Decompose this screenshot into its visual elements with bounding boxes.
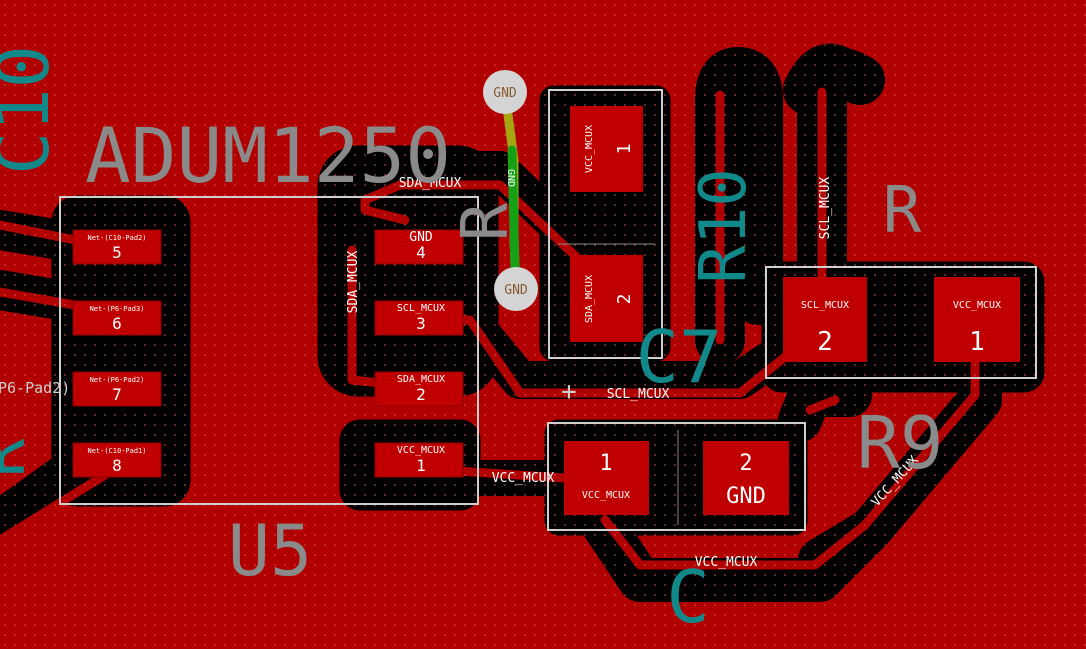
r-top-ref: R	[883, 174, 922, 248]
c7-ref: C7	[636, 315, 723, 399]
pad-number: 1	[599, 451, 612, 476]
pad-net: VCC_MCUX	[582, 490, 630, 501]
gnd-track-label: GND	[505, 169, 516, 187]
c7-pad-2[interactable]: 2 GND	[703, 441, 789, 515]
r10-courtyard	[548, 89, 663, 359]
pad-net: Net-(C10-Pad2)	[87, 234, 146, 242]
pad-number: 6	[112, 314, 122, 333]
r10-pad-2[interactable]: SDA_MCUX 2	[570, 255, 643, 342]
pad-net: VCC_MCUX	[397, 445, 445, 456]
r9-pad-1[interactable]: VCC_MCUX 1	[934, 277, 1020, 362]
pad-number: 3	[416, 314, 426, 333]
gnd-track-segment[interactable]	[507, 145, 520, 275]
pad-number: 8	[112, 456, 122, 475]
pad-net: VCC_MCUX	[953, 300, 1001, 311]
r9-pad-2[interactable]: SCL_MCUX 2	[783, 277, 867, 362]
r-left-ref: R	[0, 438, 40, 477]
pad-net: GND	[409, 230, 433, 245]
scl-vertical-track-label: SCL_MCUX	[818, 177, 833, 240]
r-mid-ref: R	[449, 202, 523, 241]
u5-pad-1[interactable]: VCC_MCUX 1	[374, 442, 464, 478]
r9-courtyard	[765, 266, 1037, 379]
u5-pad-8[interactable]: Net-(C10-Pad1) 8	[72, 442, 162, 478]
pad-number: 7	[112, 385, 122, 404]
via-label: GND	[504, 283, 528, 298]
pad-net: VCC_MCUX	[584, 125, 595, 173]
scl-track-label: SCL_MCUX	[607, 387, 670, 402]
pad-number: 1	[614, 144, 635, 155]
c7-courtyard	[547, 422, 806, 531]
pad-number: 2	[817, 327, 833, 357]
offboard-label: P6-Pad2)	[0, 379, 70, 397]
sda-vertical-track-label: SDA_MCUX	[346, 251, 361, 314]
pad-net: Net-(C10-Pad1)	[87, 447, 146, 455]
u5-footprint[interactable]: Net-(C10-Pad2) 5 Net-(P6-Pad3) 6 Net-(P6…	[59, 196, 479, 505]
vcc-bottom-track-label: VCC_MCUX	[695, 555, 758, 570]
u5-pad-5[interactable]: Net-(C10-Pad2) 5	[72, 229, 162, 265]
pad-number: 2	[739, 451, 752, 476]
u5-pad-4[interactable]: GND 4	[374, 229, 464, 265]
pad-number: 1	[416, 456, 426, 475]
u5-courtyard	[59, 196, 479, 505]
u5-pad-2[interactable]: SDA_MCUX 2	[374, 371, 464, 407]
via-top[interactable]: GND	[483, 70, 527, 114]
u5-pad-6[interactable]: Net-(P6-Pad3) 6	[72, 300, 162, 336]
pad-number: 1	[969, 327, 985, 357]
r10-footprint[interactable]: VCC_MCUX 1 SDA_MCUX 2	[548, 89, 663, 359]
sda-track-label: SDA_MCUX	[399, 176, 462, 191]
via-label: GND	[493, 86, 517, 101]
pad-number: 2	[614, 294, 635, 305]
pad-net: Net-(P6-Pad2)	[90, 376, 145, 384]
pad-net: SDA_MCUX	[584, 275, 595, 323]
c10-ref: C10	[0, 45, 65, 175]
pad-number: 2	[416, 385, 426, 404]
pad-number: 4	[416, 243, 426, 262]
u5-value: ADUM1250	[85, 111, 451, 200]
silkscreen-text: C10 ADUM1250 U5 R R10 C7 R R9 R C P6-Pad…	[0, 45, 943, 639]
pad-net: SDA_MCUX	[397, 374, 445, 385]
r9-ref: R9	[857, 401, 944, 485]
pad-net: Net-(P6-Pad3)	[90, 305, 145, 313]
pad-net: SCL_MCUX	[801, 300, 849, 311]
r9-footprint[interactable]: SCL_MCUX 2 VCC_MCUX 1	[765, 266, 1037, 379]
r10-ref: R10	[687, 168, 761, 284]
vcc-c7-track-label: VCC_MCUX	[492, 471, 555, 486]
u5-pad-7[interactable]: Net-(P6-Pad2) 7	[72, 371, 162, 407]
u5-ref: U5	[228, 510, 312, 592]
c7-footprint[interactable]: 1 VCC_MCUX 2 GND	[547, 422, 806, 531]
pad-net: GND	[726, 484, 766, 509]
c7-pad-1[interactable]: 1 VCC_MCUX	[564, 441, 649, 515]
cursor-crosshair: +	[561, 377, 577, 407]
u5-pad-3[interactable]: SCL_MCUX 3	[374, 300, 464, 336]
pad-number: 5	[112, 243, 122, 262]
r10-pad-1[interactable]: VCC_MCUX 1	[570, 106, 643, 192]
pad-net: SCL_MCUX	[397, 303, 445, 314]
c-bottom-ref: C	[666, 555, 709, 639]
via-bottom[interactable]: GND	[494, 267, 538, 311]
